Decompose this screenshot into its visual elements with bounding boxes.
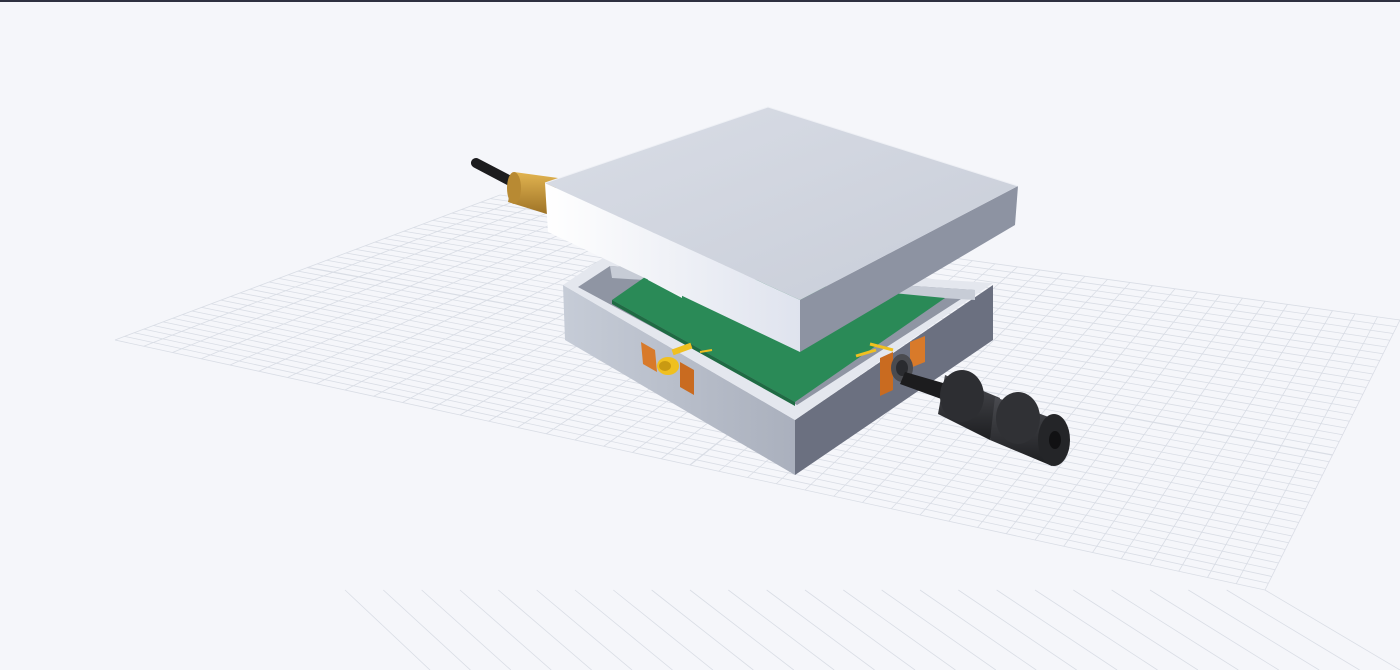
grid-line	[1178, 310, 1333, 572]
grid-line	[421, 589, 512, 670]
grid-line	[1034, 589, 1158, 670]
grid-line	[766, 589, 875, 670]
grid-line	[689, 589, 794, 670]
window-top-border	[0, 0, 1400, 2]
grid-line	[890, 279, 1108, 510]
grid-line	[1034, 294, 1221, 541]
grid-line	[1073, 589, 1199, 670]
grid-line	[143, 328, 1276, 571]
enclosure-lid[interactable]	[544, 106, 1019, 352]
sma-jack-front[interactable]	[657, 342, 894, 375]
grid-line	[977, 288, 1176, 528]
grid-line	[1264, 589, 1400, 670]
grid-line	[1092, 301, 1266, 553]
grid-line	[498, 589, 592, 670]
grid-line	[804, 589, 916, 670]
connector-right[interactable]	[900, 370, 1070, 466]
grid-line	[613, 589, 714, 670]
grid-line	[459, 589, 552, 670]
grid-line	[124, 335, 1269, 584]
grid-line	[1063, 297, 1243, 547]
grid-line	[134, 332, 1272, 577]
grid-line	[114, 339, 1266, 591]
grid-line	[1005, 291, 1198, 534]
grid-line	[1111, 589, 1239, 670]
grid-line	[574, 589, 673, 670]
grid-line	[383, 589, 471, 670]
grid-line	[536, 589, 633, 670]
grid-line	[1264, 319, 1400, 591]
grid-line	[843, 589, 956, 670]
grid-line	[163, 321, 1282, 557]
grid-line	[948, 285, 1153, 522]
grid-line	[1120, 304, 1288, 559]
grid-line	[1226, 589, 1360, 670]
grid-line	[1149, 307, 1311, 566]
grid-line	[1207, 313, 1356, 578]
grid-line	[153, 325, 1279, 564]
grid-line	[651, 589, 754, 670]
grid-line	[919, 589, 1037, 670]
grid-line	[344, 589, 431, 670]
grid-line	[1149, 589, 1279, 670]
grid-line	[958, 589, 1077, 670]
grid-line	[1188, 589, 1320, 670]
grid-line	[996, 589, 1118, 670]
grid-line	[1235, 316, 1378, 584]
grid-line	[728, 589, 835, 670]
grid-line	[881, 589, 997, 670]
